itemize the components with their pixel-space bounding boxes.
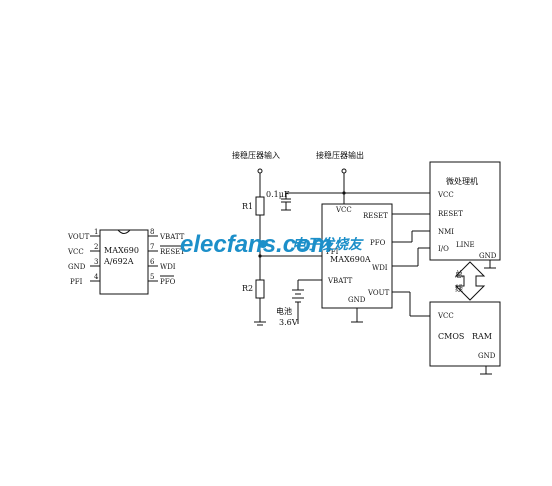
supervisor-body — [321, 203, 393, 309]
microprocessor: 微处理机 VCC RESET NMI I/O LINE GND — [429, 161, 501, 269]
chip-part-top: MAX690 — [104, 246, 139, 255]
regulated-output-label: 接稳压器输出 — [316, 150, 364, 160]
pin-number: 7 — [150, 243, 154, 251]
watermark-cn: 电子发烧友 — [292, 236, 364, 253]
pin-label: WDI — [160, 263, 176, 271]
bus-label-bottom: 线 — [455, 283, 463, 293]
r2-label: R2 — [242, 284, 253, 293]
chip-left-pin: 2 VCC — [67, 243, 100, 256]
pin-number: 8 — [150, 228, 154, 236]
chip-pinout: MAX690 A/692A 1 VOUT 2 VCC 3 GND 4 PFI 8… — [67, 228, 185, 295]
pin-label: VCC — [67, 248, 84, 256]
pin-label: RESET — [160, 248, 185, 256]
cpu-nmi: NMI — [438, 228, 454, 236]
chip-left-pin: 3 GND — [68, 258, 100, 271]
chip-left-pin: 1 VOUT — [67, 228, 100, 241]
output-terminal — [341, 168, 347, 174]
cpu-vcc: VCC — [437, 191, 454, 199]
supervisor-pfo: PFO — [370, 239, 386, 247]
chip-notch — [117, 229, 131, 234]
cpu-reset: RESET — [438, 210, 463, 218]
cpu-gnd: GND — [479, 252, 497, 260]
watermark-dot — [259, 240, 267, 248]
pin-label: VBATT — [159, 233, 185, 241]
pin-number: 5 — [150, 273, 154, 281]
battery-label: 电池 — [276, 306, 292, 316]
chip-right-pin: 5 PFO — [148, 273, 176, 286]
pin-label: PFI — [70, 278, 83, 286]
ram-gnd: GND — [478, 352, 496, 360]
chip-body — [99, 229, 149, 295]
chip-right-pin: 7 RESET — [148, 243, 185, 256]
pin-number: 2 — [94, 243, 98, 251]
chip-right-pin: 6 WDI — [148, 258, 176, 271]
watermark: elecfans.com 电子发烧友 — [180, 231, 364, 258]
supervisor-vout: VOUT — [367, 289, 390, 297]
bus-label-top: 总 — [455, 269, 463, 279]
cpu-body — [429, 161, 501, 261]
ram-vcc: VCC — [437, 312, 454, 320]
battery-voltage: 3.6V — [279, 318, 298, 327]
cpu-title: 微处理机 — [446, 176, 478, 186]
input-terminal — [257, 168, 263, 174]
supervisor-ic: VCC RESET PFO PFI MAX690A WDI VBATT VOUT… — [321, 203, 393, 323]
bus-arrow: 总 线 — [454, 261, 486, 301]
capacitor-label: 0.1μF — [266, 190, 290, 199]
supervisor-pfi: PFI — [326, 248, 339, 256]
supervisor-reset: RESET — [363, 212, 388, 220]
chip-part-bottom: A/692A — [103, 257, 134, 266]
ram-body — [429, 301, 501, 367]
battery: 电池 3.6V — [276, 279, 322, 327]
ram-label: RAM — [472, 332, 492, 341]
ram-cmos: CMOS — [438, 332, 464, 341]
supervisor-part: MAX690A — [330, 255, 371, 264]
cpu-line: LINE — [456, 241, 475, 249]
supervisor-vbatt: VBATT — [327, 277, 353, 285]
supervisor-vcc: VCC — [335, 206, 352, 214]
pin-label: PFO — [160, 278, 176, 286]
pin-number: 1 — [94, 228, 98, 236]
supervisor-wdi: WDI — [372, 264, 388, 272]
pin-label: VOUT — [67, 233, 90, 241]
pin-label: GND — [68, 263, 86, 271]
cmos-ram: VCC CMOS RAM GND — [429, 301, 501, 375]
resistor-r2 — [255, 279, 265, 299]
pin-number: 4 — [94, 273, 99, 281]
chip-left-pin: 4 PFI — [70, 273, 100, 286]
voltage-divider: R1 R2 — [242, 168, 266, 326]
resistor-r1 — [255, 196, 265, 216]
r1-label: R1 — [242, 202, 253, 211]
watermark-site: elecfans.com — [180, 231, 332, 258]
cpu-io: I/O — [438, 245, 449, 253]
unregulated-input-label: 接稳压器输入 — [232, 150, 280, 160]
supervisor-gnd: GND — [348, 296, 366, 304]
chip-right-pin: 8 VBATT — [148, 228, 185, 241]
pin-number: 6 — [150, 258, 155, 266]
pin-number: 3 — [94, 258, 98, 266]
